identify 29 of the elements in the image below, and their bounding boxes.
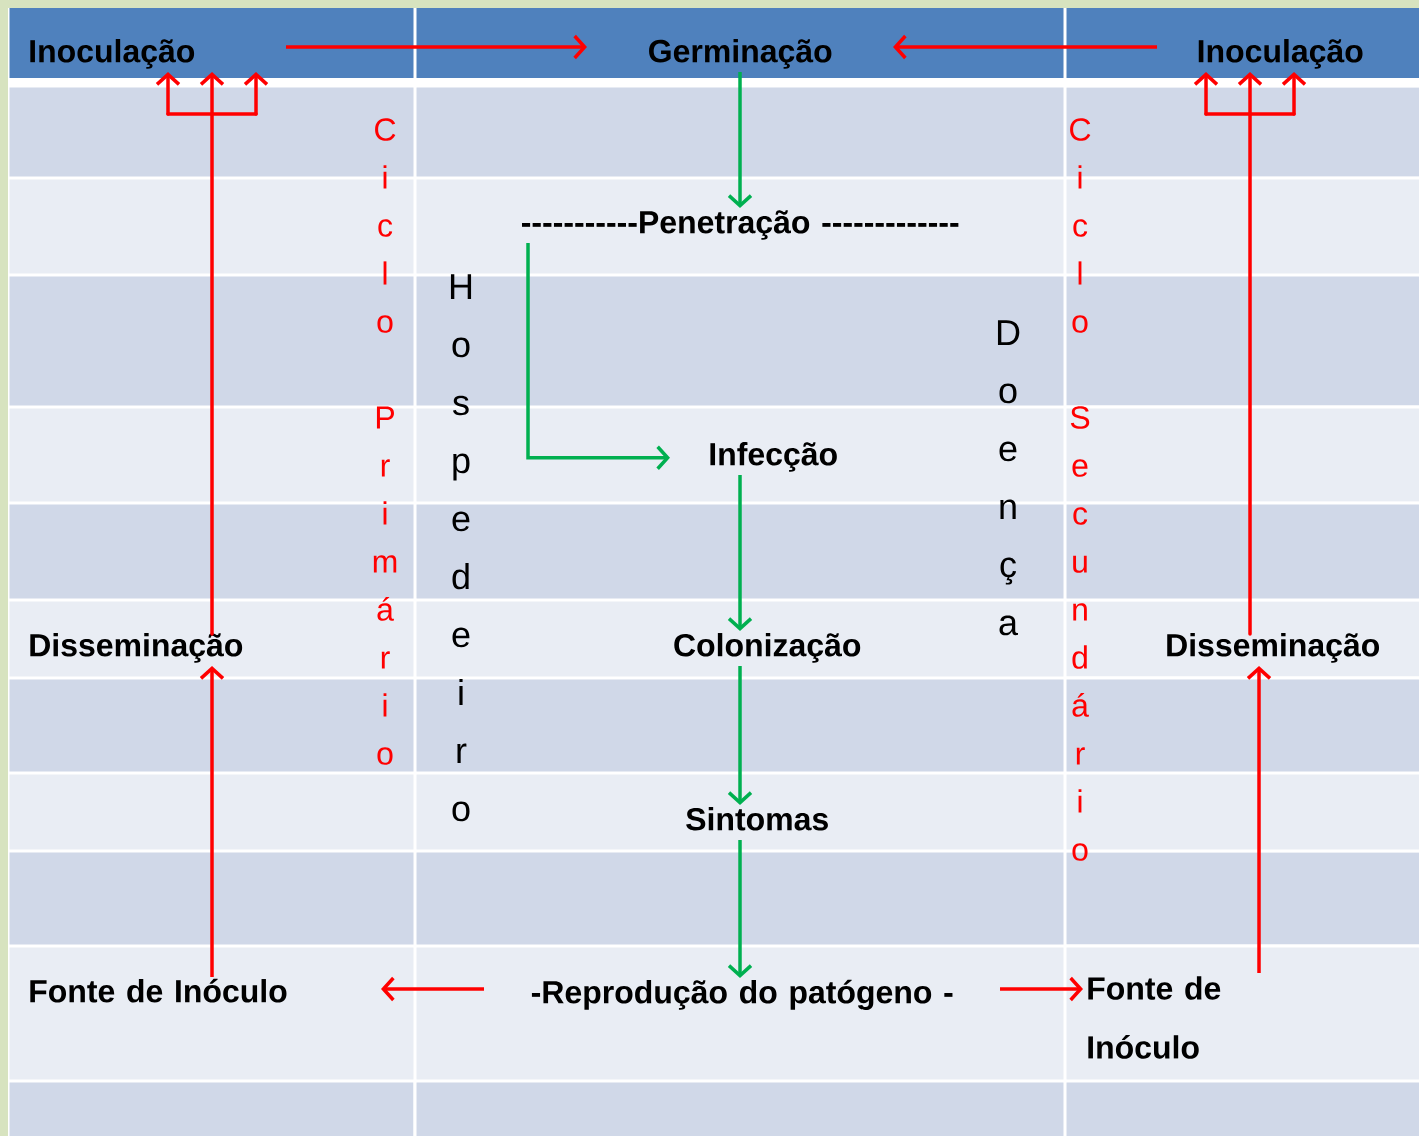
stage-label: Germinação: [649, 39, 832, 69]
vertical-label: Ciclo Secundário: [1070, 118, 1091, 861]
stage-label: Inoculação: [1198, 39, 1363, 69]
arrow: [526, 243, 670, 470]
arrow: [1246, 666, 1272, 973]
stage-label: Inoculação: [30, 39, 195, 69]
stage-label: -Reprodução do patógeno -: [531, 979, 953, 1010]
arrow: [727, 840, 753, 978]
vertical-label: Doença: [997, 320, 1020, 636]
arrow: [727, 475, 753, 631]
arrow: [199, 666, 225, 977]
stage-label: Fonte de Inóculo: [1088, 976, 1221, 1059]
stage-label: Fonte de Inóculo: [30, 978, 287, 1003]
arrow: [286, 34, 587, 60]
arrow: [727, 666, 753, 805]
arrow: [155, 72, 269, 636]
stage-label: Infecção: [710, 442, 837, 472]
arrow: [727, 72, 753, 208]
stage-label: Disseminação: [30, 633, 243, 663]
vertical-label: Ciclo Primário: [373, 118, 397, 765]
vertical-label: Hospedeiro: [450, 274, 472, 822]
arrow: [381, 976, 484, 1002]
arrow: [1000, 976, 1083, 1002]
stage-label: Sintomas: [686, 807, 828, 831]
stage-label: -----------Penetração -------------: [522, 210, 959, 240]
arrow: [1193, 72, 1307, 636]
arrow: [893, 34, 1157, 60]
stage-label: Colonização: [674, 633, 861, 663]
stage-label: Disseminação: [1167, 633, 1380, 663]
